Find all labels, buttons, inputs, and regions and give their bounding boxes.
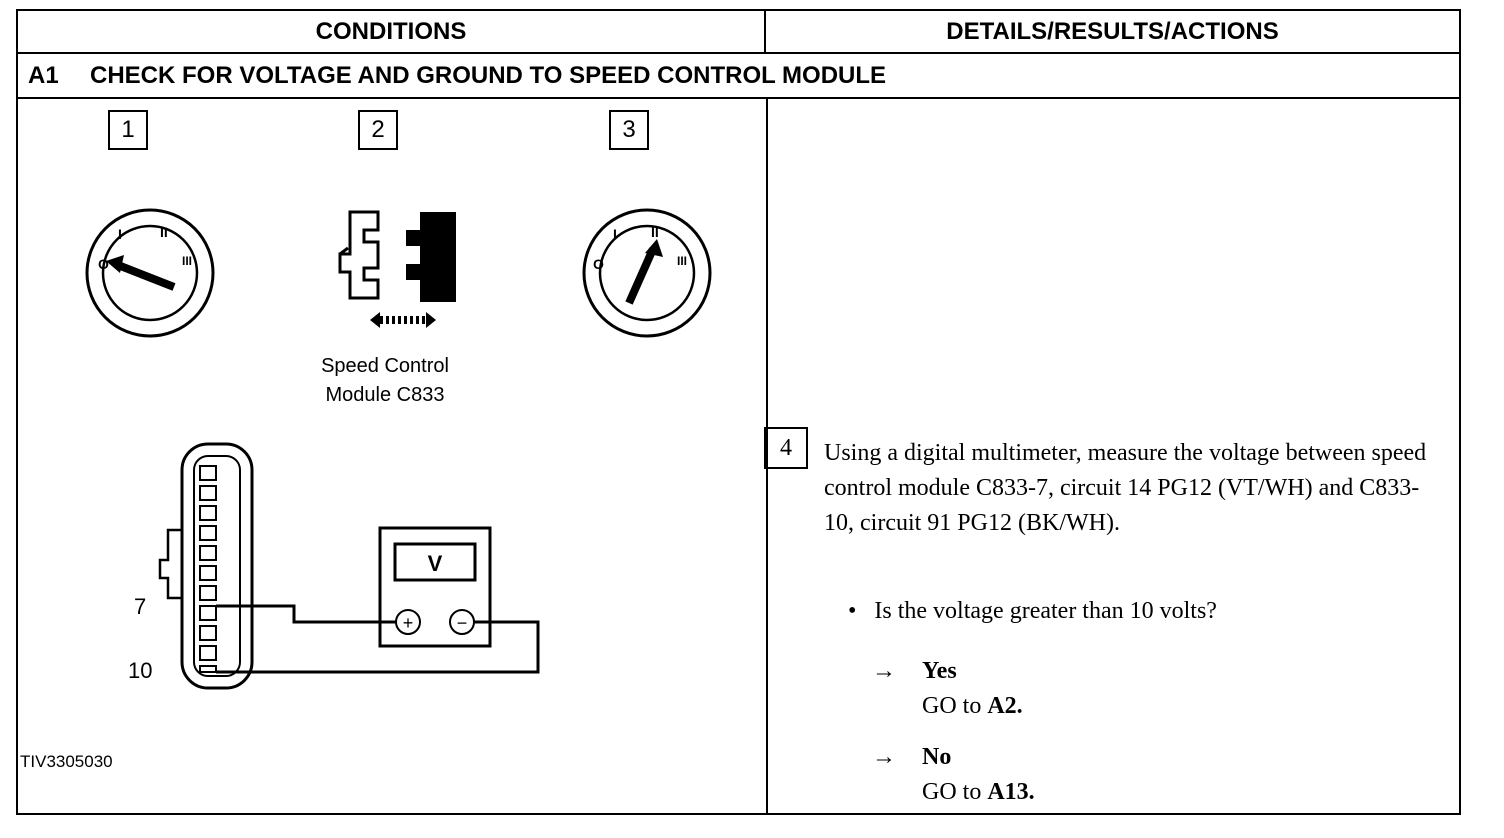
yes-label: Yes: [922, 658, 957, 684]
ignition-mark-iii: III: [182, 254, 192, 268]
column-divider: [766, 99, 768, 815]
pin-7-label: 7: [134, 594, 147, 619]
yes-go: GO to: [922, 693, 982, 719]
ignition-mark-i: I: [118, 226, 122, 242]
step-title-text: CHECK FOR VOLTAGE AND GROUND TO SPEED CO…: [90, 62, 887, 89]
step-box-2: 2: [358, 110, 398, 150]
no-action: GO to A13.: [872, 775, 1035, 810]
yes-target: A2.: [987, 693, 1023, 719]
question-text: Is the voltage greater than 10 volts?: [874, 598, 1217, 624]
no-target: A13.: [987, 779, 1035, 805]
meter-plus: +: [403, 613, 414, 633]
conditions-header: CONDITIONS: [18, 11, 766, 52]
yes-action: GO to A2.: [872, 689, 1023, 724]
no-label: No: [922, 744, 952, 770]
meter-label: V: [428, 551, 443, 576]
ignition-mark-o: O: [98, 256, 109, 272]
ignition-run-icon: O I II III: [582, 208, 712, 338]
step-code: A1: [28, 62, 59, 89]
answer-yes: → Yes GO to A2.: [872, 654, 1023, 724]
bullet: •: [848, 598, 857, 624]
ignition-mark-ii: II: [160, 224, 168, 240]
connector-label-line2: Module C833: [325, 384, 445, 406]
step-title: A1 CHECK FOR VOLTAGE AND GROUND TO SPEED …: [28, 54, 886, 97]
meter-minus: −: [457, 613, 468, 633]
details-header: DETAILS/RESULTS/ACTIONS: [946, 18, 1279, 45]
ignition-mark-iii: III: [677, 254, 687, 268]
ignition-mark-ii: II: [651, 224, 659, 240]
diagnostic-table: CONDITIONS DETAILS/RESULTS/ACTIONS A1 CHE…: [16, 9, 1461, 815]
step-title-row: A1 CHECK FOR VOLTAGE AND GROUND TO SPEED …: [18, 54, 1459, 99]
ignition-mark-i: I: [613, 226, 617, 242]
answer-no: → No GO to A13.: [872, 740, 1035, 810]
arrow-icon: →: [872, 658, 896, 684]
figure-id: TIV3305030: [20, 752, 113, 771]
detail-instruction: Using a digital multimeter, measure the …: [824, 440, 1427, 536]
step-box-4: 4: [764, 427, 808, 469]
connector-label: Speed Control Module C833: [290, 352, 480, 410]
ignition-mark-o: O: [593, 256, 604, 272]
step-box-1: 1: [108, 110, 148, 150]
step-box-3: 3: [609, 110, 649, 150]
pin-10-label: 10: [128, 658, 153, 683]
connector-label-line1: Speed Control: [321, 355, 449, 377]
ignition-off-icon: O I II III: [85, 208, 215, 338]
detail-question: • Is the voltage greater than 10 volts?: [848, 594, 1217, 629]
connector-meter-diagram: V + −: [158, 442, 540, 690]
header-row: CONDITIONS DETAILS/RESULTS/ACTIONS: [18, 11, 1459, 54]
connector-disconnect-icon: [338, 210, 456, 328]
arrow-icon: →: [872, 744, 896, 770]
no-go: GO to: [922, 779, 982, 805]
